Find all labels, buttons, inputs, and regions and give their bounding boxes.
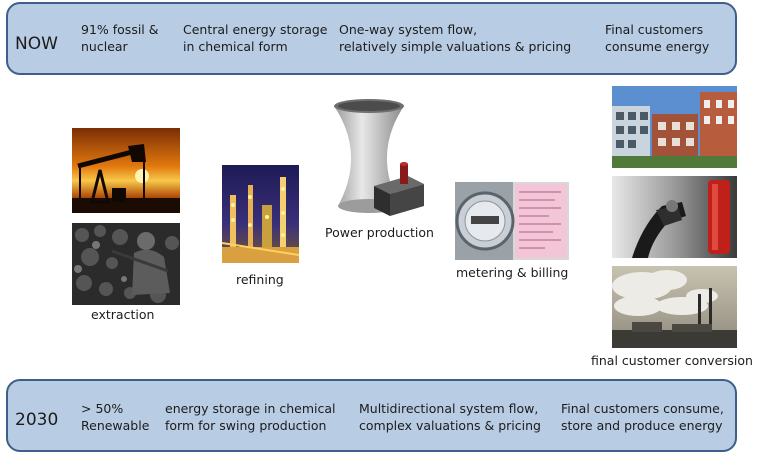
future-label: 2030 — [15, 410, 59, 430]
future-band: 2030 > 50% Renewable energy storage in c… — [6, 379, 737, 452]
now-customers: Final customers consume energy — [605, 22, 710, 54]
industrial-smoke-photo — [612, 266, 737, 348]
now-energy-mix: 91% fossil & nuclear — [81, 22, 159, 54]
future-storage: energy storage in chemical form for swin… — [165, 401, 336, 433]
refinery-photo — [222, 165, 299, 263]
now-storage: Central energy storage in chemical form — [183, 22, 328, 54]
refining-caption: refining — [236, 272, 284, 287]
future-customers: Final customers consume, store and produ… — [561, 401, 724, 433]
metering-caption: metering & billing — [456, 265, 569, 280]
now-system-flow: One-way system flow, relatively simple v… — [339, 22, 572, 54]
now-band: NOW 91% fossil & nuclear Central energy … — [6, 2, 737, 75]
extraction-caption: extraction — [91, 307, 155, 322]
coal-mining-photo — [72, 223, 180, 305]
power-plant-graphic — [328, 98, 426, 222]
meter-and-bill-photo — [455, 182, 569, 260]
now-label: NOW — [15, 34, 58, 54]
residential-buildings-photo — [612, 86, 737, 168]
fuel-pump-photo — [612, 176, 737, 258]
conversion-caption: final customer conversion — [591, 353, 753, 368]
future-system-flow: Multidirectional system flow, complex va… — [359, 401, 541, 433]
oil-pumpjack-photo — [72, 128, 180, 213]
future-energy-mix: > 50% Renewable — [81, 401, 150, 433]
power-production-caption: Power production — [325, 225, 434, 240]
